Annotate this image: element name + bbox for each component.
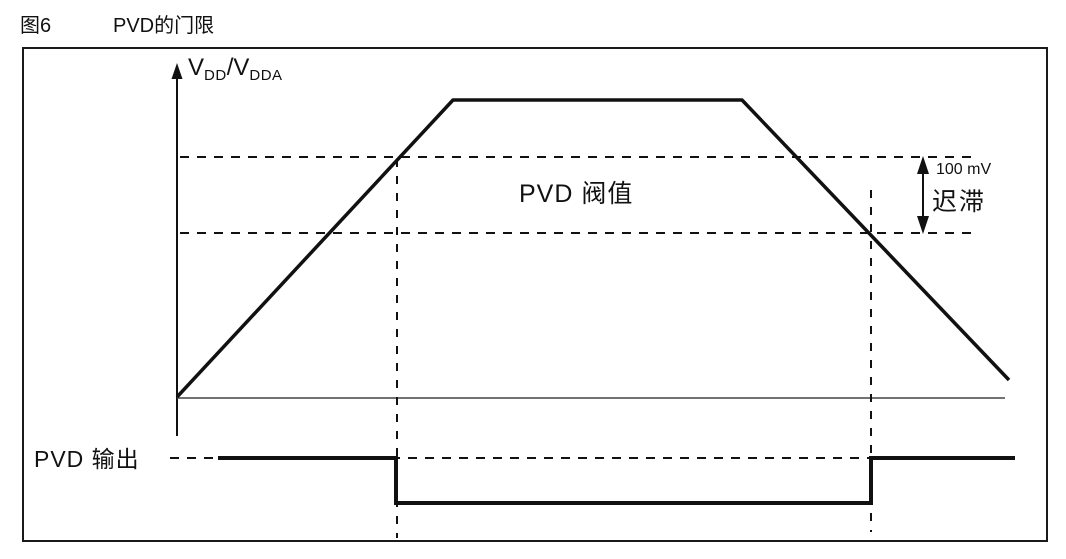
- hysteresis-value-label: 100 mV: [936, 161, 992, 178]
- figure-title: PVD的门限: [113, 15, 215, 37]
- y-axis-label-base2: /V: [226, 54, 250, 81]
- y-axis-label-sub1: DD: [204, 67, 227, 84]
- y-axis-label-sub2: DDA: [249, 67, 283, 84]
- pvd-output-waveform: [218, 456, 1015, 505]
- y-axis-label: VDD/VDDA: [188, 54, 283, 84]
- vdd-waveform: [175, 98, 1011, 399]
- hysteresis-arrow-up-icon: [917, 156, 929, 174]
- figure-number: 图6: [20, 15, 52, 37]
- figure-caption: 图6 PVD的门限: [20, 9, 214, 38]
- hysteresis-arrow-down-icon: [917, 216, 929, 234]
- pvd-output-label: PVD 输出: [34, 446, 140, 472]
- hysteresis-word-label: 迟滞: [932, 188, 987, 216]
- y-axis-arrowhead-icon: [171, 63, 183, 79]
- y-axis-label-base1: V: [188, 54, 205, 81]
- pvd-threshold-label: PVD 阀值: [519, 180, 634, 208]
